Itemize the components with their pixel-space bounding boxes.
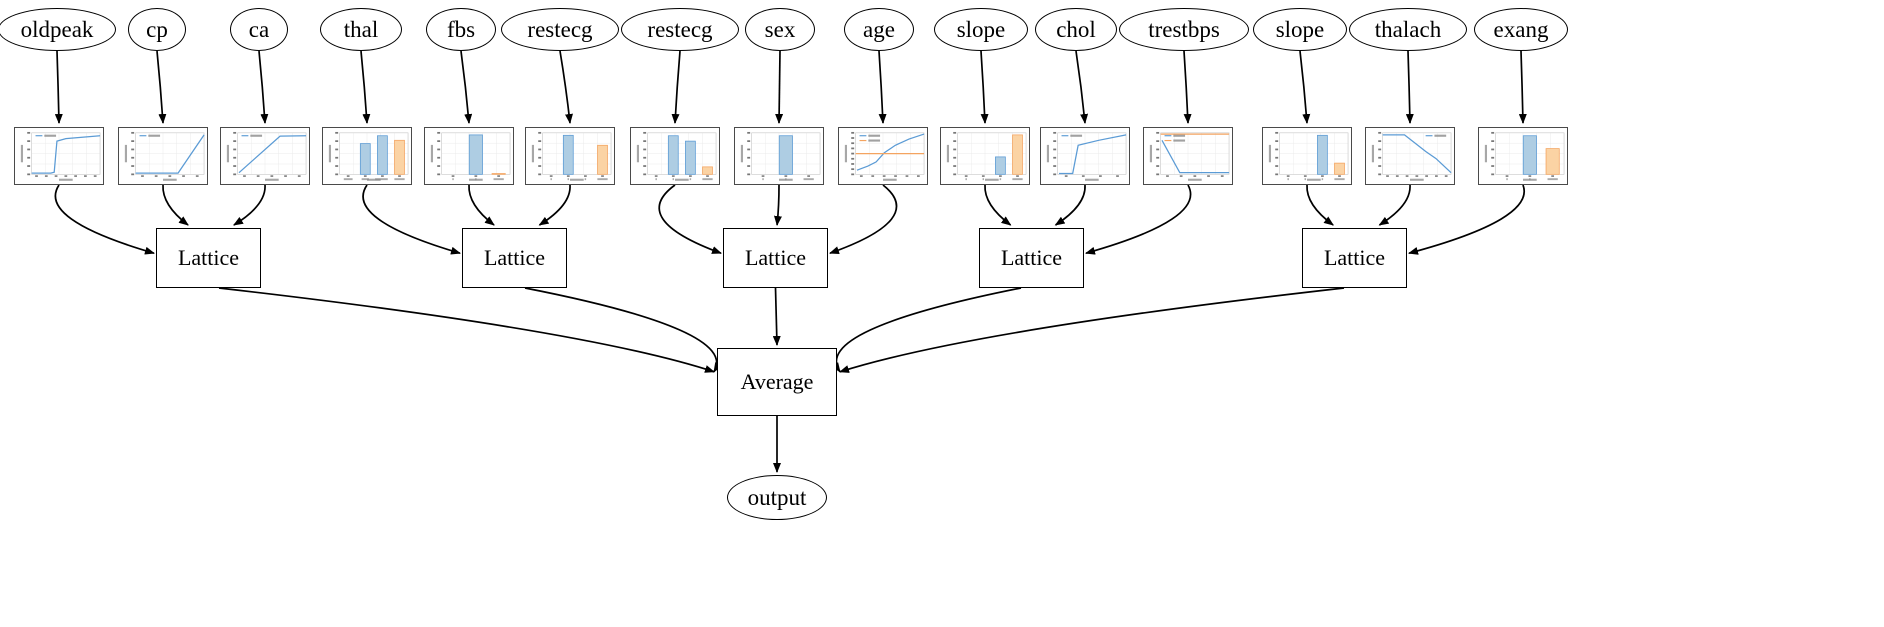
- feature-node-fbs[interactable]: fbs: [426, 8, 496, 51]
- calibrator-plot-exang: [1478, 127, 1568, 185]
- edge: [1075, 50, 1089, 124]
- edge: [980, 50, 989, 124]
- edge: [233, 184, 266, 226]
- edge: [156, 50, 167, 124]
- output-node[interactable]: output: [727, 475, 827, 520]
- feature-node-restecg2[interactable]: restecg: [621, 8, 739, 51]
- calibrator-plot-restecg: [525, 127, 615, 185]
- edge: [1085, 184, 1192, 255]
- edge: [1183, 50, 1192, 124]
- lattice-node-0[interactable]: Lattice: [156, 228, 261, 288]
- edge: [468, 184, 495, 226]
- node-label: thal: [343, 16, 379, 42]
- calibrator-plot-restecg2: [630, 127, 720, 185]
- node-label: restecg: [647, 16, 713, 42]
- edge: [878, 50, 887, 124]
- edge: [1054, 184, 1086, 226]
- lattice-node-3[interactable]: Lattice: [979, 228, 1084, 288]
- edge: [772, 287, 781, 346]
- node-label: exang: [1493, 16, 1549, 42]
- edge: [984, 184, 1012, 226]
- edge: [829, 184, 898, 255]
- output-label: output: [747, 484, 807, 510]
- node-label: age: [863, 16, 895, 42]
- edge: [775, 50, 784, 124]
- feature-node-chol[interactable]: chol: [1035, 8, 1117, 51]
- calibrator-plot-age: [838, 127, 928, 185]
- edge: [839, 287, 1345, 373]
- feature-node-oldpeak[interactable]: oldpeak: [0, 8, 116, 51]
- feature-node-exang[interactable]: exang: [1474, 8, 1568, 51]
- lattice-label: Lattice: [744, 245, 807, 270]
- feature-node-thal[interactable]: thal: [320, 8, 402, 51]
- node-label: trestbps: [1148, 16, 1220, 42]
- edge: [258, 50, 269, 124]
- average-label: Average: [740, 369, 814, 394]
- node-label: chol: [1056, 16, 1096, 42]
- node-label: ca: [248, 16, 270, 42]
- node-label: slope: [1275, 16, 1325, 42]
- calibrator-plot-sex: [734, 127, 824, 185]
- calibrator-plot-cp: [118, 127, 208, 185]
- edge: [1378, 184, 1411, 226]
- edge: [360, 50, 371, 124]
- edge: [831, 287, 1022, 373]
- lattice-label: Lattice: [1000, 245, 1063, 270]
- node-label: slope: [956, 16, 1006, 42]
- calibrator-plot-ca: [220, 127, 310, 185]
- edge: [524, 287, 723, 373]
- feature-node-slope2[interactable]: slope: [1253, 8, 1347, 51]
- edge: [538, 184, 571, 226]
- lattice-label: Lattice: [1323, 245, 1386, 270]
- edge: [54, 184, 155, 255]
- edge: [773, 184, 782, 226]
- lattice-label: Lattice: [483, 245, 546, 270]
- feature-node-trestbps[interactable]: trestbps: [1119, 8, 1249, 51]
- calibrator-plot-slope2: [1262, 127, 1352, 185]
- feature-node-restecg[interactable]: restecg: [501, 8, 619, 51]
- edge: [1405, 50, 1414, 124]
- edge: [54, 50, 63, 124]
- feature-node-cp[interactable]: cp: [128, 8, 186, 51]
- edge: [658, 184, 722, 254]
- node-label: oldpeak: [20, 16, 94, 42]
- edge: [1306, 184, 1334, 226]
- feature-node-ca[interactable]: ca: [230, 8, 288, 51]
- node-label: cp: [146, 16, 168, 42]
- edge: [559, 50, 573, 124]
- edge: [162, 184, 189, 226]
- calibrator-plot-chol: [1040, 127, 1130, 185]
- lattice-node-1[interactable]: Lattice: [462, 228, 567, 288]
- edge: [460, 50, 473, 124]
- calibrator-plot-slope: [940, 127, 1030, 185]
- edge: [1299, 50, 1311, 124]
- feature-node-sex[interactable]: sex: [745, 8, 815, 51]
- node-label: sex: [764, 16, 796, 42]
- feature-node-thalach[interactable]: thalach: [1349, 8, 1467, 51]
- lattice-label: Lattice: [177, 245, 240, 270]
- lattice-node-4[interactable]: Lattice: [1302, 228, 1407, 288]
- calibrator-plot-thal: [322, 127, 412, 185]
- node-label: thalach: [1374, 16, 1442, 42]
- edge: [1518, 50, 1527, 124]
- calibrator-plot-oldpeak: [14, 127, 104, 185]
- feature-node-slope[interactable]: slope: [934, 8, 1028, 51]
- average-node[interactable]: Average: [717, 348, 837, 416]
- edge: [362, 184, 461, 255]
- calibrator-plot-fbs: [424, 127, 514, 185]
- edge: [671, 50, 681, 124]
- node-label: fbs: [446, 16, 476, 42]
- feature-node-age[interactable]: age: [844, 8, 914, 51]
- edge: [1408, 184, 1526, 255]
- node-label: restecg: [527, 16, 593, 42]
- edge: [218, 287, 715, 373]
- calibrator-plot-thalach: [1365, 127, 1455, 185]
- lattice-node-2[interactable]: Lattice: [723, 228, 828, 288]
- calibrator-plot-trestbps: [1143, 127, 1233, 185]
